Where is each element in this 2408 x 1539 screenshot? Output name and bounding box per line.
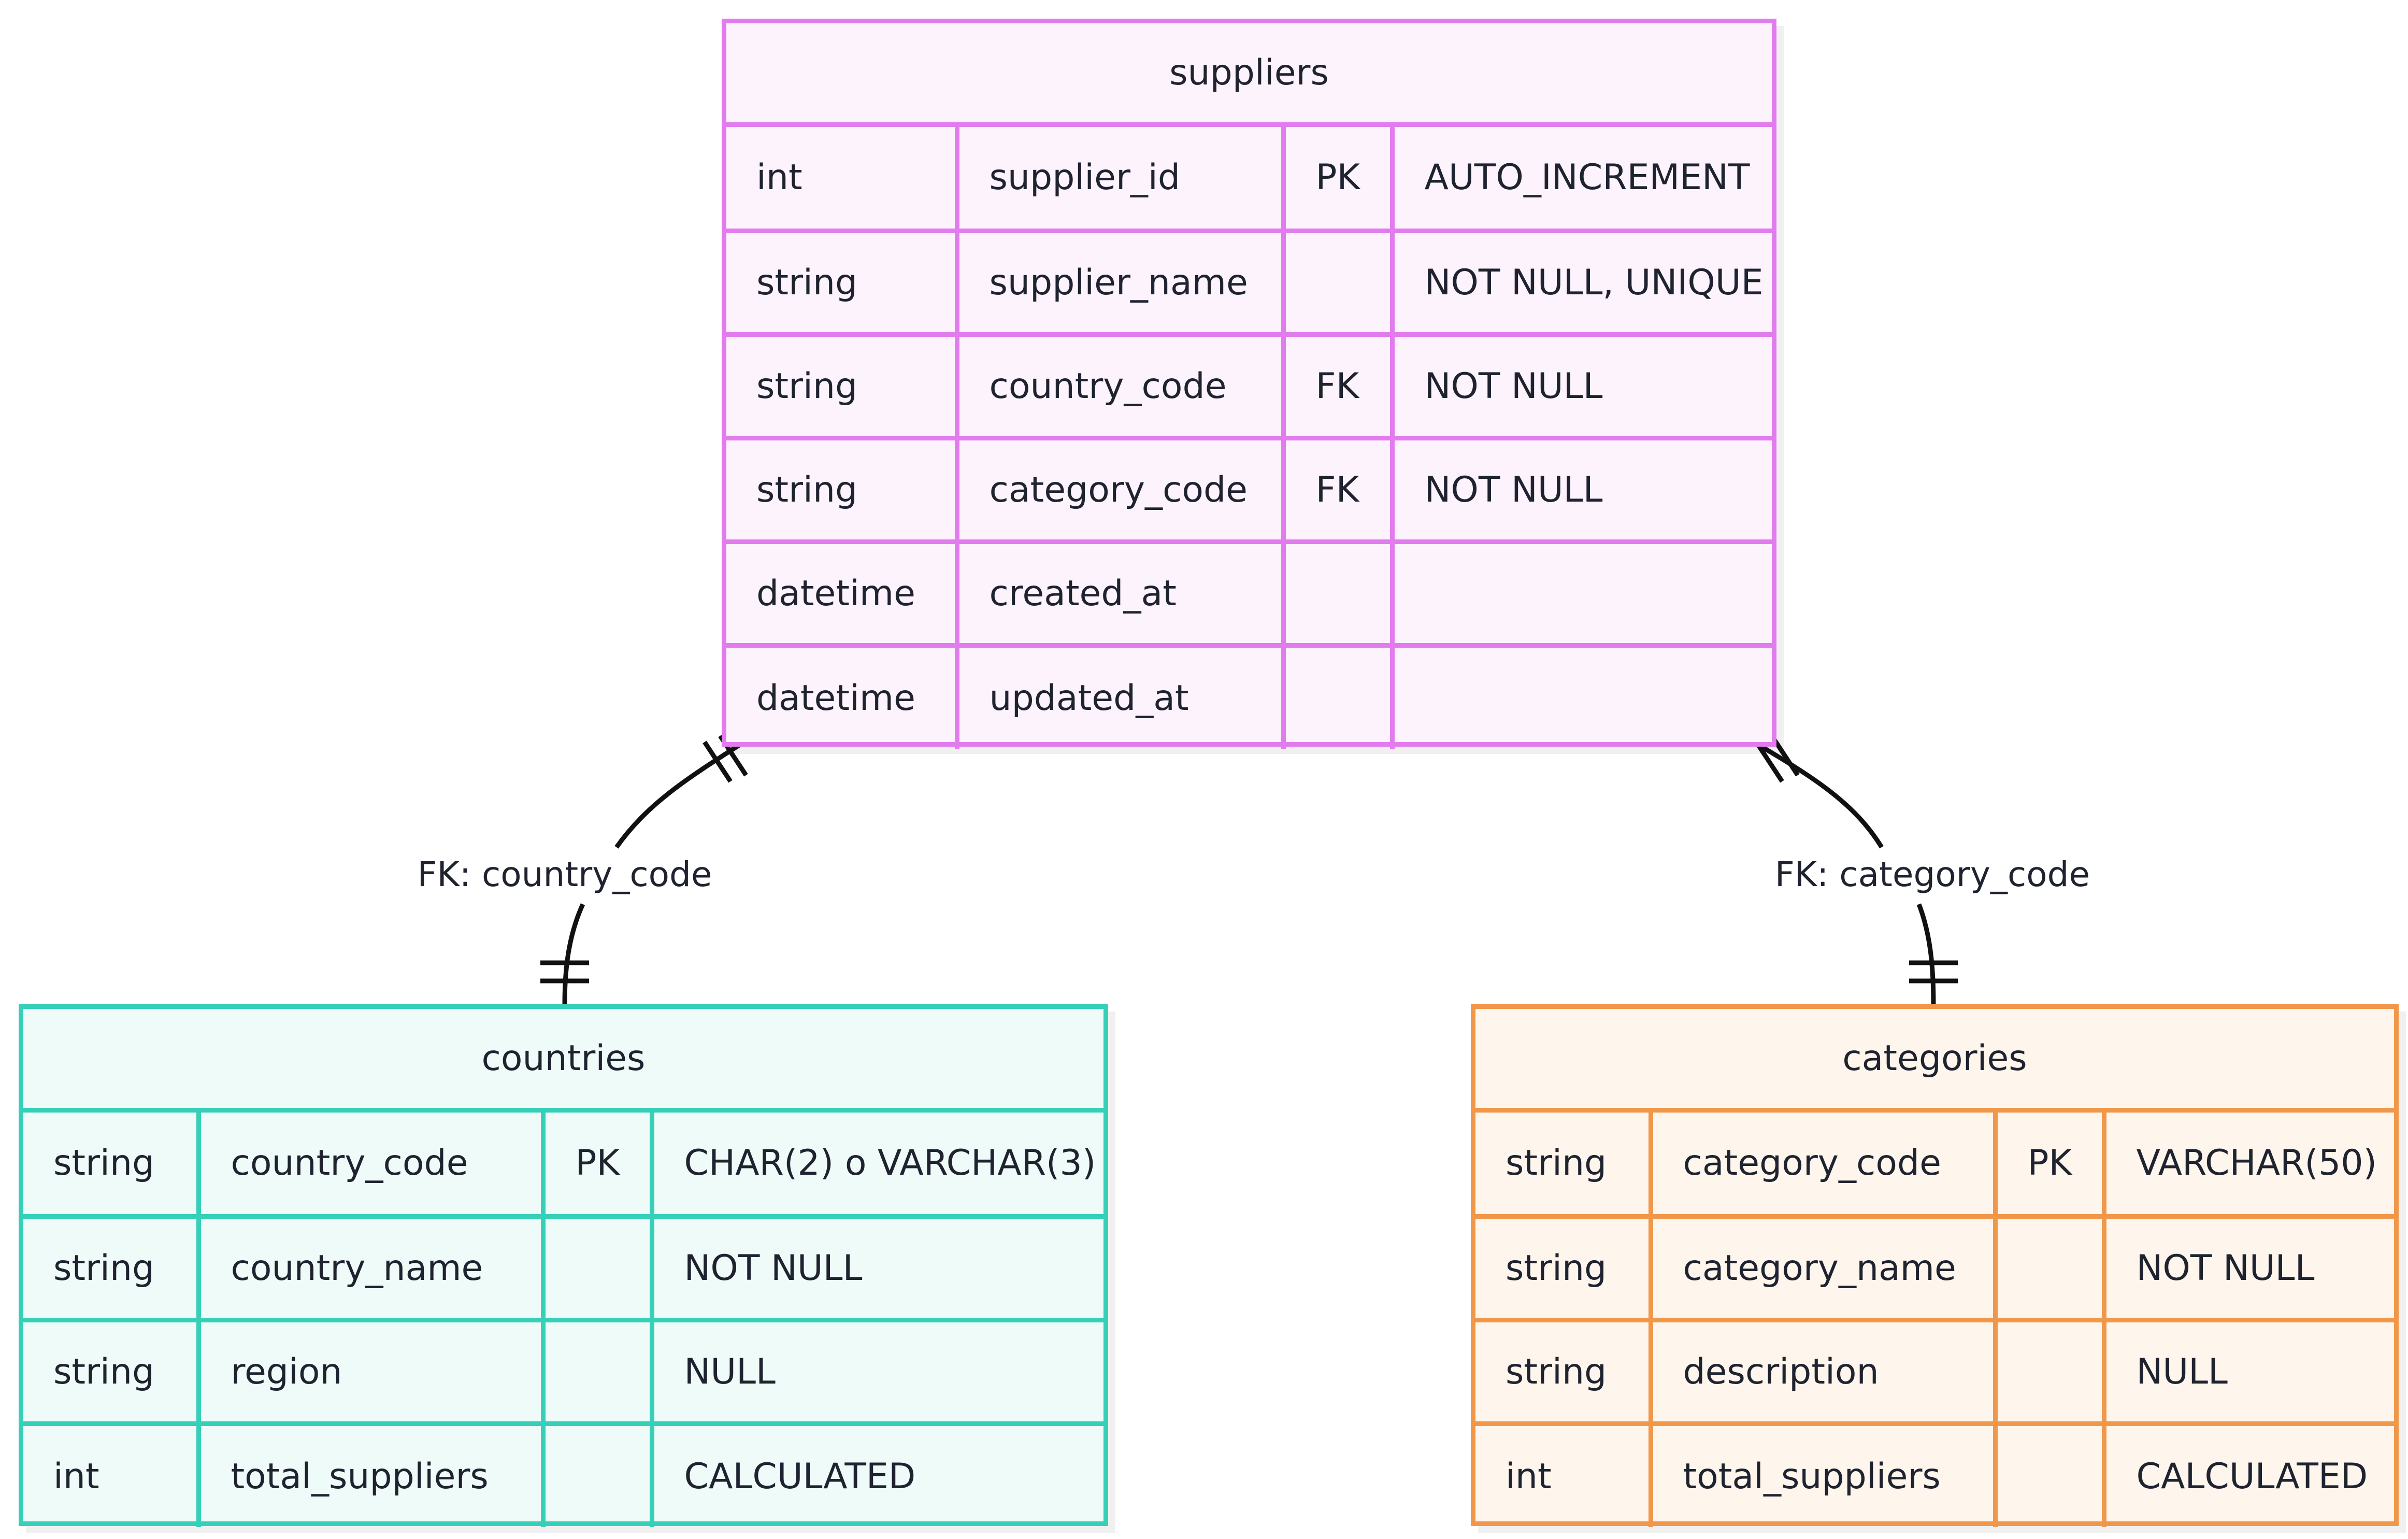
attribute-constraint: CHAR(2) o VARCHAR(3) [652, 1113, 1103, 1219]
attribute-key [1283, 542, 1395, 648]
attribute-name: category_name [1651, 1216, 1998, 1322]
attribute-constraint: NULL [652, 1320, 1103, 1426]
attribute-type: string [1475, 1113, 1653, 1219]
attribute-constraint: NOT NULL, UNIQUE [1392, 231, 1772, 337]
attribute-type: string [23, 1320, 201, 1426]
attribute-name: country_code [957, 334, 1286, 440]
attribute-key: PK [1995, 1113, 2106, 1219]
attribute-key: FK [1283, 438, 1395, 544]
attribute-key: PK [1283, 127, 1395, 233]
attribute-name: supplier_name [957, 231, 1286, 337]
relationship-label-category: FK: category_code [1771, 854, 2094, 895]
attribute-name: category_code [957, 438, 1286, 544]
relationship-line-suppliers-countries [614, 742, 742, 849]
attribute-type: string [23, 1216, 201, 1322]
attribute-constraint [1392, 542, 1772, 648]
attribute-name: description [1651, 1320, 1998, 1426]
attribute-name: category_code [1651, 1113, 1998, 1219]
attribute-type: string [726, 334, 959, 440]
attribute-key [1995, 1320, 2106, 1426]
relationship-label-country: FK: country_code [414, 854, 715, 895]
attribute-name: updated_at [957, 645, 1286, 749]
attribute-constraint: CALCULATED [2136, 1456, 2368, 1497]
attribute-key [543, 1216, 654, 1322]
relationship-line-suppliers-categories [1756, 742, 1884, 849]
entity-title: suppliers [726, 23, 1772, 127]
entity-title: countries [23, 1009, 1103, 1113]
attribute-name: region [198, 1320, 546, 1426]
attribute-type: string [1475, 1216, 1653, 1322]
cardinality-mark [1754, 740, 1784, 783]
attribute-constraint: NULL [2104, 1320, 2394, 1426]
attribute-key: FK [1283, 334, 1395, 440]
attribute-key [1995, 1216, 2106, 1322]
attribute-name: total_suppliers [198, 1423, 546, 1527]
attribute-key [543, 1423, 654, 1527]
attribute-name: country_code [198, 1113, 546, 1219]
attribute-type: string [1475, 1320, 1653, 1426]
attribute-constraint: VARCHAR(50) [2104, 1113, 2394, 1219]
cardinality-mark [703, 740, 733, 783]
attribute-name: total_suppliers [1651, 1423, 1998, 1527]
relationship-line-suppliers-countries-lower [562, 903, 585, 1005]
attribute-constraint: AUTO_INCREMENT [1392, 127, 1772, 233]
attribute-name: created_at [957, 542, 1286, 648]
attribute-constraint: NOT NULL [1392, 334, 1772, 440]
attribute-type: string [726, 438, 959, 544]
attribute-type: string [726, 231, 959, 337]
attribute-type: datetime [726, 645, 959, 749]
attribute-key: PK [543, 1113, 654, 1219]
attribute-type: int [1475, 1423, 1653, 1527]
attribute-type: string [23, 1113, 201, 1219]
attribute-name: supplier_id [957, 127, 1286, 233]
attribute-type: int [23, 1423, 201, 1527]
attribute-key [1283, 231, 1395, 337]
attribute-constraint: NOT NULL [652, 1216, 1103, 1322]
attribute-key [1995, 1423, 2106, 1527]
attribute-key [543, 1320, 654, 1426]
attribute-constraint [1392, 645, 1772, 749]
entity-title: categories [1475, 1009, 2394, 1113]
attribute-constraint: NOT NULL [2104, 1216, 2394, 1322]
attribute-key [1283, 645, 1395, 749]
attribute-name: country_name [198, 1216, 546, 1322]
attribute-type: int [726, 127, 959, 233]
relationship-line-suppliers-categories-lower [1916, 903, 1936, 1005]
attribute-constraint: CALCULATED [684, 1456, 916, 1497]
attribute-constraint: NOT NULL [1392, 438, 1772, 544]
attribute-type: datetime [726, 542, 959, 648]
